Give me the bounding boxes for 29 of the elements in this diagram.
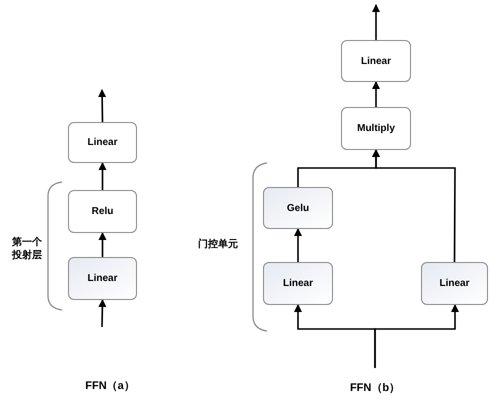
arrow bbox=[372, 81, 380, 107]
arrow bbox=[294, 228, 302, 262]
process-box bbox=[341, 40, 411, 82]
figure-caption: FFN（b） bbox=[348, 381, 402, 396]
arrow bbox=[374, 304, 459, 368]
arrow bbox=[98, 89, 106, 122]
arrow bbox=[98, 162, 106, 190]
bracket-label: 门控单元 bbox=[198, 238, 239, 251]
process-box bbox=[263, 262, 333, 305]
box-label: Gelu bbox=[286, 202, 310, 216]
arrow bbox=[98, 299, 106, 328]
box-label: Linear bbox=[87, 272, 118, 286]
box-label: Linear bbox=[282, 277, 313, 291]
process-box bbox=[68, 190, 137, 233]
arrow bbox=[372, 149, 456, 262]
process-box bbox=[263, 187, 333, 229]
bracket-label: 第一个投射层 bbox=[12, 236, 43, 262]
box-label: Relu bbox=[92, 205, 114, 219]
arrow bbox=[372, 4, 380, 40]
process-box bbox=[421, 262, 488, 305]
box-label: Multiply bbox=[357, 122, 395, 136]
box-label: Linear bbox=[87, 136, 118, 150]
process-box bbox=[68, 257, 137, 300]
box-label: Linear bbox=[360, 54, 391, 68]
process-box bbox=[341, 107, 411, 150]
arrow bbox=[98, 232, 106, 257]
process-box bbox=[68, 122, 137, 163]
figure-caption: FFN（a） bbox=[84, 379, 136, 394]
box-label: Linear bbox=[439, 277, 470, 291]
